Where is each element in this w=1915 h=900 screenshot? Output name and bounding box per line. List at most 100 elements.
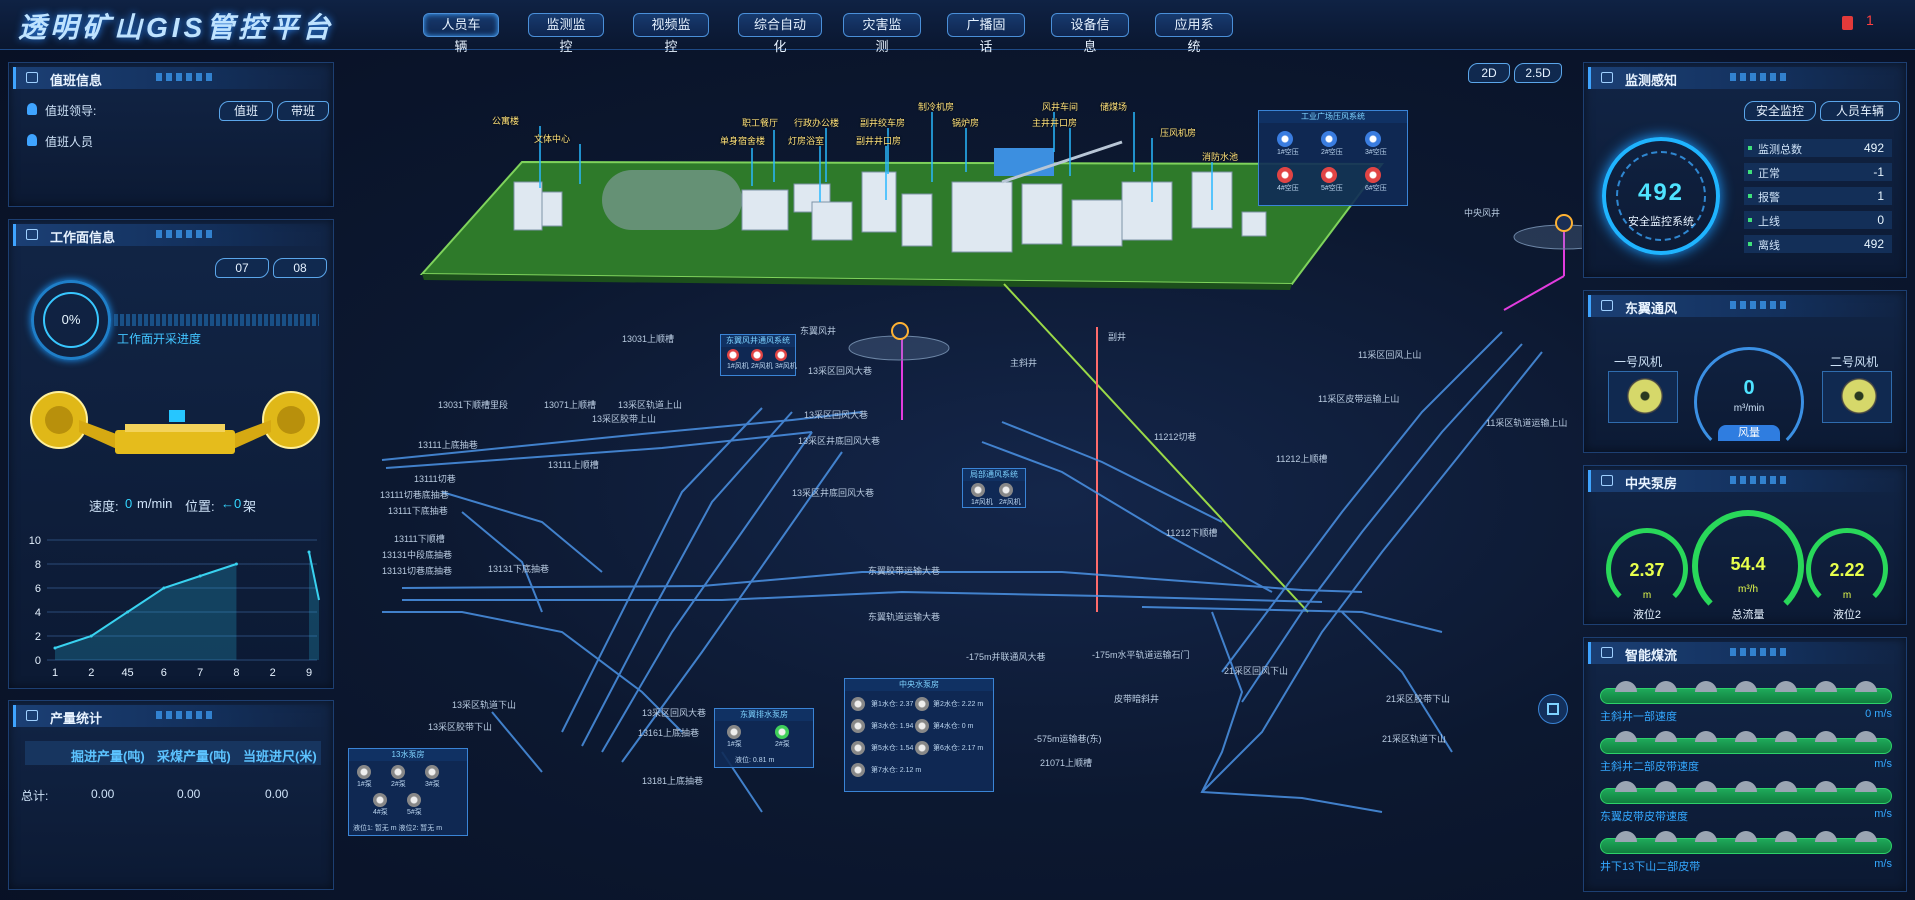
view-2d-button[interactable]: 2D	[1468, 63, 1510, 83]
central-pump-box[interactable]: 中央水泵房 第1水仓: 2.37 m 第2水仓: 2.22 m 第3水仓: 1.…	[844, 678, 994, 792]
surface-building-label[interactable]: 风井车间	[1042, 102, 1079, 112]
tunnel-label[interactable]: 13131切巷底抽巷	[382, 566, 453, 576]
conveyor-belt[interactable]	[1600, 731, 1892, 754]
surface-building-label[interactable]: 灯房浴室	[788, 136, 825, 146]
tunnel-label[interactable]: 11采区皮带运输上山	[1318, 394, 1400, 404]
tunnel-label[interactable]: 13采区井底回风大巷	[798, 436, 881, 446]
fullscreen-button[interactable]	[1538, 694, 1568, 724]
east-fan-box[interactable]: 东翼风井通风系统 1#风机 2#风机 3#风机	[720, 334, 797, 376]
total-drivage: 0.00	[91, 787, 115, 801]
tunnel-label[interactable]: 13采区回风大巷	[804, 410, 869, 420]
tunnel-label[interactable]: 21采区胶带下山	[1386, 694, 1451, 704]
tunnel-label[interactable]: 13采区井底回风大巷	[792, 488, 875, 498]
ventilation-panel-title: 东翼通风	[1588, 295, 1902, 317]
tunnel-label[interactable]: 13111下顺槽	[394, 534, 445, 544]
surface-building-label[interactable]: 压风机房	[1160, 128, 1197, 138]
tunnel-label[interactable]: 11212切巷	[1154, 432, 1197, 442]
tunnel-label[interactable]: 13161上底抽巷	[638, 728, 700, 738]
tunnel-label[interactable]: 13采区轨道上山	[618, 400, 683, 410]
view-25d-button[interactable]: 2.5D	[1514, 63, 1562, 83]
surface-building-label[interactable]: 锅炉房	[952, 118, 980, 128]
workface-tab-08[interactable]: 08	[273, 258, 327, 278]
fan2-box[interactable]	[1822, 371, 1892, 423]
tunnel-label[interactable]: -575m运输巷(东)	[1034, 734, 1102, 744]
nav-disaster[interactable]: 灾害监测	[843, 13, 921, 54]
tunnel-label[interactable]: 21采区回风下山	[1224, 666, 1289, 676]
surface-building-label[interactable]: 公寓楼	[492, 116, 520, 126]
tunnel-label[interactable]: 13采区回风大巷	[808, 366, 873, 376]
surface-building-label[interactable]: 制冷机房	[918, 102, 955, 112]
coal-pile-icon	[1815, 781, 1837, 792]
nav-monitoring[interactable]: 监测监控	[528, 13, 604, 54]
tunnel-label[interactable]: 13131中段底抽巷	[382, 550, 453, 560]
nav-automation[interactable]: 综合自动化	[738, 13, 822, 54]
nav-app-system[interactable]: 应用系统	[1155, 13, 1233, 54]
mine-3d-map[interactable]: 2D 2.5D 公寓楼文体中心 职工餐厅单身宿舍楼 行政办公楼灯房浴室 副井绞车房副井…	[342, 52, 1582, 892]
surface-building-label[interactable]: 文体中心	[534, 134, 571, 144]
nav-device-info[interactable]: 设备信息	[1051, 13, 1129, 54]
tunnel-label[interactable]: 东翼轨道运输大巷	[868, 612, 941, 622]
car-icon	[26, 229, 38, 240]
surface-building-label[interactable]: 副井绞车房	[860, 118, 906, 128]
tunnel-label[interactable]: 中央风井	[1464, 208, 1501, 218]
tunnel-label[interactable]: 13采区轨道下山	[452, 700, 517, 710]
tunnel-label[interactable]: 皮带暗斜井	[1114, 694, 1160, 704]
data-point	[234, 562, 238, 566]
tunnel-label[interactable]: 11212上顺槽	[1276, 454, 1328, 464]
level1-label: 液位2	[1632, 609, 1662, 621]
alarm-bell-icon[interactable]	[1842, 16, 1853, 30]
tunnel-label[interactable]: 13111下底抽巷	[388, 506, 448, 516]
surface-building-label[interactable]: 主井井口房	[1032, 118, 1078, 128]
tunnel-label[interactable]: 13031上顺槽	[622, 334, 675, 344]
tunnel-label[interactable]: 21071上顺槽	[1040, 758, 1093, 768]
safety-monitor-button[interactable]: 安全监控	[1744, 101, 1816, 121]
tunnel-label[interactable]: -175m并联通风大巷	[966, 652, 1046, 662]
nav-video[interactable]: 视频监控	[633, 13, 709, 54]
tunnel-label[interactable]: 东翼风井	[800, 326, 837, 336]
tunnel-label[interactable]: -175m水平轨道运输石门	[1092, 650, 1190, 660]
compressor-icon: 3#空压	[1365, 131, 1387, 157]
tunnel-label[interactable]: 13111切巷底抽巷	[380, 490, 449, 500]
industrial-compressor-box[interactable]: 工业广场压风系统 1#空压 2#空压 3#空压 4#空压 5#空压 6#空压	[1258, 110, 1408, 206]
surface-building-label[interactable]: 职工餐厅	[742, 118, 779, 128]
lead-shift-button[interactable]: 带班	[277, 101, 329, 121]
tunnel-label[interactable]: 13111上底抽巷	[418, 440, 478, 450]
tunnel-label[interactable]: 13071上顺槽	[544, 400, 597, 410]
workface-tab-07[interactable]: 07	[215, 258, 269, 278]
surface-building-label[interactable]: 消防水池	[1202, 152, 1239, 162]
nav-broadcast[interactable]: 广播固话	[947, 13, 1025, 54]
nav-personnel-vehicles[interactable]: 人员车辆	[423, 13, 499, 54]
tunnel-label[interactable]: 13111上顺槽	[548, 460, 599, 470]
tunnel-label[interactable]: 13131下底抽巷	[488, 564, 550, 574]
tunnel-label[interactable]: 13采区胶带上山	[592, 414, 657, 424]
local-fan-box[interactable]: 局部通风系统 1#风机 2#风机	[962, 468, 1026, 508]
pump-13-box[interactable]: 13水泵房 1#泵 2#泵 3#泵 4#泵 5#泵 液位1: 暂无 m 液位2:…	[348, 748, 468, 836]
surface-building-label[interactable]: 行政办公楼	[794, 118, 840, 128]
production-panel: 产量统计 掘进产量(吨) 采煤产量(吨) 当班进尺(米) 总计: 0.00 0.…	[8, 700, 334, 890]
tunnel-label[interactable]: 11采区轨道运输上山	[1486, 418, 1568, 428]
tunnel-label[interactable]: 11采区回风上山	[1358, 350, 1422, 360]
tunnel-label[interactable]: 13181上底抽巷	[642, 776, 704, 786]
safety-gauge-ring	[1602, 137, 1720, 255]
conveyor-belt[interactable]	[1600, 681, 1892, 704]
safety-gauge-value: 492	[1637, 179, 1685, 206]
surface-building-label[interactable]: 储煤场	[1100, 102, 1128, 112]
east-pump-box[interactable]: 东翼排水泵房 1#泵 2#泵 液位: 0.81 m	[714, 708, 814, 768]
surface-building-label[interactable]: 单身宿舍楼	[720, 136, 766, 146]
personnel-button[interactable]: 人员车辆	[1820, 101, 1900, 121]
on-duty-button[interactable]: 值班	[219, 101, 273, 121]
coal-pile-icon	[1655, 681, 1677, 692]
conveyor-belt[interactable]	[1600, 781, 1892, 804]
tunnel-label[interactable]: 东翼胶带运输大巷	[868, 566, 941, 576]
tunnel-label[interactable]: 13采区胶带下山	[428, 722, 493, 732]
tunnel-label[interactable]: 13111切巷	[414, 474, 456, 484]
fan1-box[interactable]	[1608, 371, 1678, 423]
tunnel-label[interactable]: 副井	[1108, 332, 1127, 342]
tunnel-label[interactable]: 21采区轨道下山	[1382, 734, 1447, 744]
conveyor-belt[interactable]	[1600, 831, 1892, 854]
tunnel-label[interactable]: 13采区回风大巷	[642, 708, 707, 718]
tunnel-label[interactable]: 11212下顺槽	[1166, 528, 1218, 538]
tunnel-label[interactable]: 13031下顺槽里段	[438, 400, 509, 410]
surface-building-label[interactable]: 副井井口房	[856, 136, 902, 146]
tunnel-label[interactable]: 主斜井	[1010, 358, 1038, 368]
